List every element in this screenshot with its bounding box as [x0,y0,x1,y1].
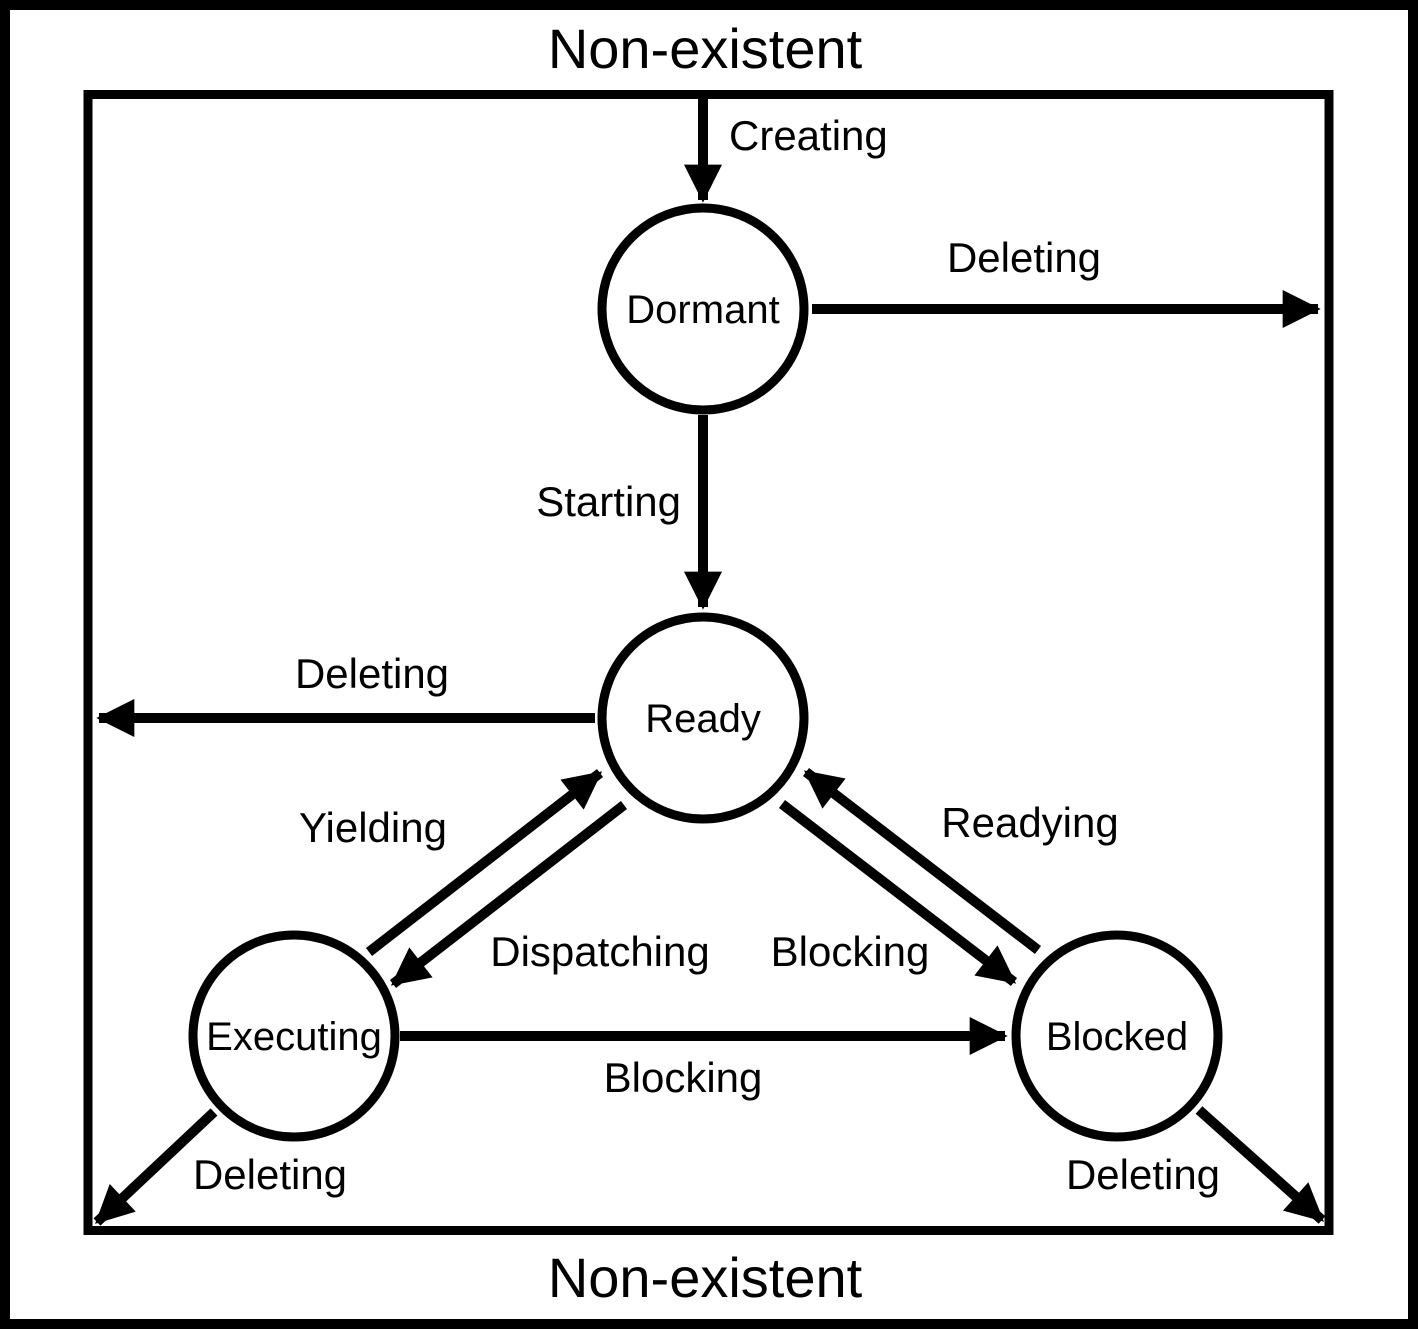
blocking-from-ready-arrow [778,800,1018,986]
yielding-arrow [365,769,604,956]
yielding-label: Yielding [299,804,447,851]
state-ready-circle [597,612,809,824]
deleting-blocked-label: Deleting [1066,1151,1220,1198]
state-dormant-circle [597,203,809,415]
transition-deleting-dormant: Deleting [812,234,1321,328]
non-existent-label-top: Non-existent [548,17,863,80]
blocking-from-executing-label: Blocking [604,1054,763,1101]
blocking-from-ready-label: Blocking [771,928,930,975]
deleting-blocked-arrow [1195,1106,1326,1224]
transition-blocking-from-ready: Blocking [771,800,1018,986]
transition-deleting-ready: Deleting [96,650,595,737]
state-executing-circle [188,930,400,1142]
state-blocked-label: Blocked [1046,1015,1188,1059]
state-dormant: Dormant [597,203,809,415]
creating-label: Creating [729,112,888,159]
state-dormant-label: Dormant [626,288,779,332]
state-ready: Ready [597,612,809,824]
transition-blocking-from-executing: Blocking [400,1017,1008,1101]
readying-label: Readying [941,799,1118,846]
deleting-executing-arrow [93,1108,218,1226]
dispatching-label: Dispatching [490,928,709,975]
readying-arrow [802,768,1042,954]
starting-label: Starting [536,478,681,525]
transition-creating: Creating [684,99,888,203]
state-executing-label: Executing [206,1015,382,1059]
transition-deleting-executing: Deleting [93,1108,347,1226]
deleting-dormant-label: Deleting [947,234,1101,281]
transition-yielding: Yielding [299,769,604,956]
dispatching-arrow [389,801,628,988]
transition-deleting-blocked: Deleting [1066,1106,1326,1224]
state-ready-label: Ready [645,697,761,741]
state-blocked-circle [1011,930,1223,1142]
deleting-ready-label: Deleting [295,650,449,697]
state-executing: Executing [188,930,400,1142]
transition-starting: Starting [536,415,722,610]
non-existent-label-bottom: Non-existent [548,1246,863,1309]
system-boundary-box [83,90,1334,1235]
state-blocked: Blocked [1011,930,1223,1142]
transition-dispatching: Dispatching [389,801,710,988]
deleting-executing-label: Deleting [193,1151,347,1198]
transition-readying: Readying [802,768,1119,954]
